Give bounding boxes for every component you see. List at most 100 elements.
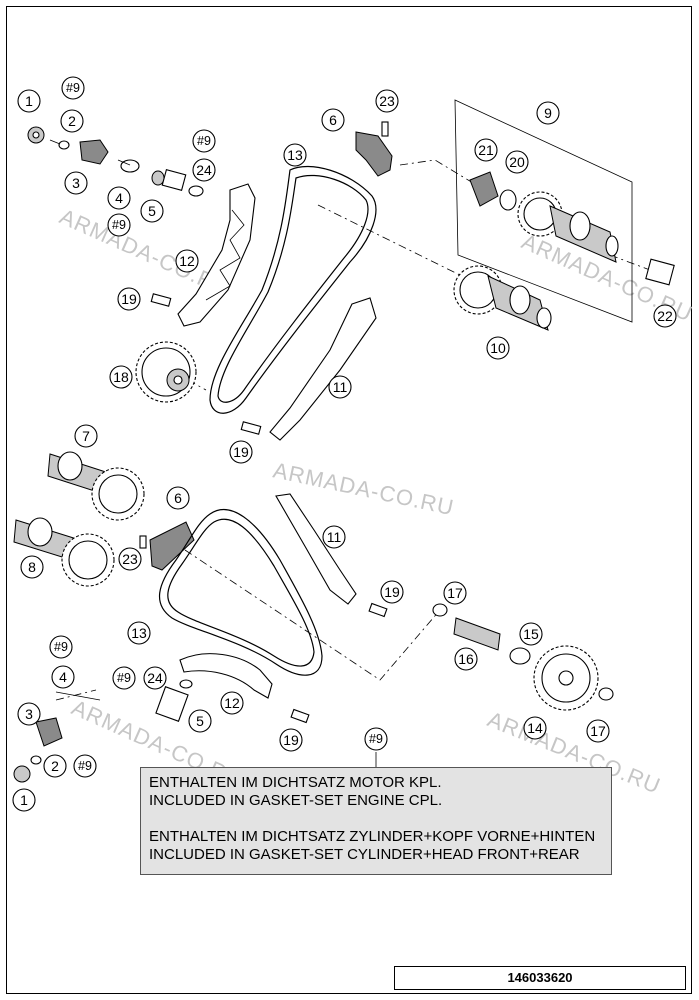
part-13-timing-chain-lower-inner xyxy=(167,518,315,667)
part-1-plug-inner xyxy=(32,131,40,139)
part-9-cam-lobe xyxy=(569,211,591,241)
callout-4-lower: 4 xyxy=(51,665,75,689)
callout-21: 21 xyxy=(474,138,498,162)
svg-text:19: 19 xyxy=(384,584,400,600)
svg-text:19: 19 xyxy=(121,291,137,307)
part-5-piston xyxy=(151,170,165,186)
callout-4-upper: 4 xyxy=(107,186,131,210)
svg-text:20: 20 xyxy=(509,154,525,170)
callout-6-lower: 6 xyxy=(166,486,190,510)
callout-17-lower: 17 xyxy=(586,719,610,743)
svg-text:2: 2 xyxy=(68,113,76,129)
svg-text:5: 5 xyxy=(196,713,204,729)
part-12-tensioner-rail-lower xyxy=(179,653,273,699)
callout-22: 22 xyxy=(653,304,677,328)
part-16-shaft xyxy=(453,617,501,651)
svg-text:#9: #9 xyxy=(78,759,92,773)
svg-text:1: 1 xyxy=(25,93,33,109)
callout-15: 15 xyxy=(519,622,543,646)
part-9-cam-end xyxy=(605,235,619,257)
part-21-gear xyxy=(469,171,499,207)
svg-text:14: 14 xyxy=(527,720,543,736)
svg-text:19: 19 xyxy=(283,732,299,748)
note-line-4: INCLUDED IN GASKET-SET CYLINDER+HEAD FRO… xyxy=(149,846,580,863)
axis-line-lower-2 xyxy=(55,689,97,701)
svg-text:3: 3 xyxy=(25,706,33,722)
part-13-timing-chain-lower xyxy=(158,509,323,676)
part-8-cam-lobe xyxy=(27,517,53,547)
leader-4-lower xyxy=(55,691,101,701)
callout-11-lower: 11 xyxy=(322,525,346,549)
svg-text:7: 7 xyxy=(82,428,90,444)
note-line-3: ENTHALTEN IM DICHTSATZ ZYLINDER+KOPF VOR… xyxy=(149,828,596,845)
svg-text:1: 1 xyxy=(20,792,28,808)
svg-text:11: 11 xyxy=(327,529,342,545)
callout-1-upper: 1 xyxy=(17,89,41,113)
svg-text:6: 6 xyxy=(174,490,182,506)
svg-text:6: 6 xyxy=(329,112,337,128)
callout-5-lower: 5 xyxy=(188,709,212,733)
part-17-washer-a xyxy=(432,603,448,617)
callout-9-hash-note: #9 xyxy=(364,727,388,751)
part-19-bolt-lower-b xyxy=(290,708,310,724)
part-4-washer xyxy=(120,159,140,173)
part-24-seal-lower xyxy=(179,679,193,689)
part-23-screw-lower xyxy=(139,535,147,549)
part-7-cam-lobe xyxy=(57,451,83,481)
note-spacer xyxy=(149,810,603,828)
part-14-sprocket-bore xyxy=(558,670,574,686)
callout-9-hash-lower-a: #9 xyxy=(49,635,73,659)
svg-text:#9: #9 xyxy=(197,134,211,148)
svg-text:12: 12 xyxy=(179,253,195,269)
callout-1-lower: 1 xyxy=(12,788,36,812)
callout-20: 20 xyxy=(505,150,529,174)
part-8-cam-sprocket-body xyxy=(68,540,108,580)
callout-2-lower: 2 xyxy=(43,754,67,778)
axis-line-upper xyxy=(317,204,471,281)
svg-text:9: 9 xyxy=(544,105,552,121)
svg-text:10: 10 xyxy=(490,340,506,356)
leader-4-upper xyxy=(117,159,131,166)
svg-text:5: 5 xyxy=(148,203,156,219)
callout-12-lower: 12 xyxy=(220,691,244,715)
svg-text:#9: #9 xyxy=(369,732,383,746)
callout-19-upper-b: 19 xyxy=(229,440,253,464)
part-19-bolt-lower-a xyxy=(368,602,388,618)
part-24-seal xyxy=(188,185,204,197)
callout-8: 8 xyxy=(20,555,44,579)
svg-text:17: 17 xyxy=(590,723,606,739)
callout-13-upper: 13 xyxy=(283,143,307,167)
svg-text:13: 13 xyxy=(287,147,303,163)
svg-text:11: 11 xyxy=(333,379,348,395)
svg-text:2: 2 xyxy=(51,758,59,774)
svg-text:13: 13 xyxy=(131,625,147,641)
svg-text:#9: #9 xyxy=(54,640,68,654)
callout-19-lower-a: 19 xyxy=(380,580,404,604)
svg-text:19: 19 xyxy=(233,444,249,460)
svg-text:17: 17 xyxy=(447,585,463,601)
callout-10: 10 xyxy=(486,336,510,360)
svg-text:12: 12 xyxy=(224,695,240,711)
axis-line-upper-2 xyxy=(399,159,479,187)
svg-text:3: 3 xyxy=(72,175,80,191)
part-23-screw-upper xyxy=(381,121,389,137)
svg-text:24: 24 xyxy=(196,162,212,178)
part-13-timing-chain-upper-inner xyxy=(217,174,369,403)
leader-2-upper xyxy=(49,139,61,145)
part-19-bolt-upper-a xyxy=(150,293,172,307)
part-3-tensioner-body xyxy=(79,139,109,165)
callout-9-hash-lower-c: #9 xyxy=(73,754,97,778)
callout-9-hash-upper-b: #9 xyxy=(192,129,216,153)
svg-text:8: 8 xyxy=(28,559,36,575)
callout-23-lower: 23 xyxy=(118,547,142,571)
callout-13-lower: 13 xyxy=(127,621,151,645)
svg-text:#9: #9 xyxy=(112,218,126,232)
axis-line-lower xyxy=(169,539,441,681)
callout-3-lower: 3 xyxy=(17,702,41,726)
drawing-frame xyxy=(6,6,692,994)
svg-text:21: 21 xyxy=(478,142,494,158)
callout-9-hash-lower-b: #9 xyxy=(112,666,136,690)
svg-text:4: 4 xyxy=(115,190,123,206)
callout-12-upper: 12 xyxy=(175,249,199,273)
callout-9-hash-upper-c: #9 xyxy=(107,213,131,237)
